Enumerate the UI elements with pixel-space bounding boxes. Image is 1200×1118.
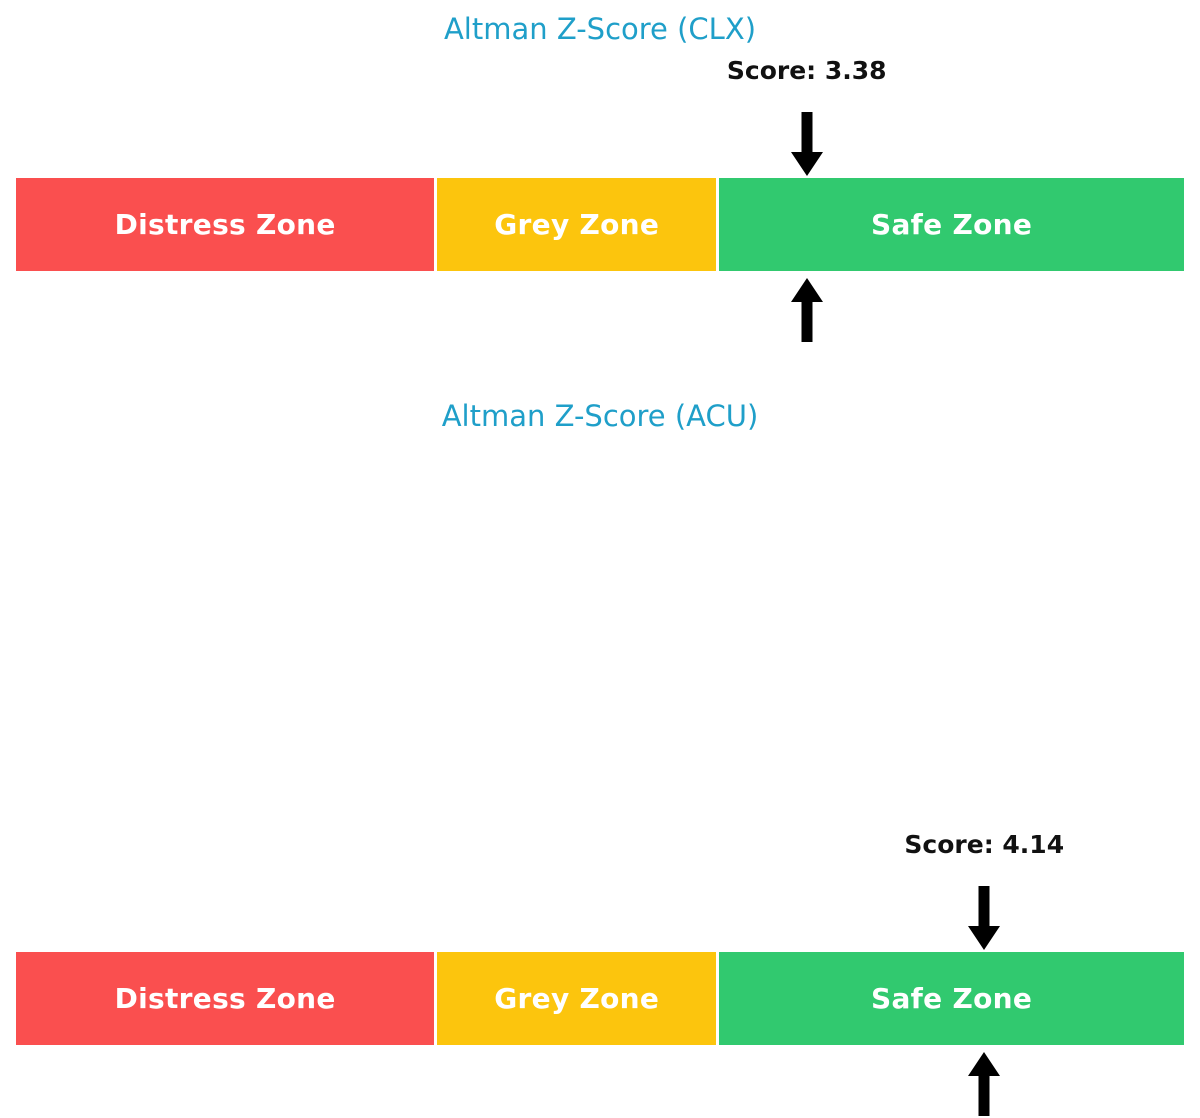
gauge-title-clx: Altman Z-Score (CLX) xyxy=(443,12,757,46)
zone-label-grey: Grey Zone xyxy=(494,982,660,1015)
zscore-gauge-clx: Altman Z-Score (CLX) Score: 3.38 Distres… xyxy=(0,0,1200,387)
zone-band-distress[interactable]: Distress Zone xyxy=(16,178,435,271)
zone-label-safe: Safe Zone xyxy=(871,208,1033,241)
arrow-up-icon xyxy=(787,276,827,344)
zone-track-clx: Distress Zone Grey Zone Safe Zone xyxy=(16,178,1184,271)
arrow-down-icon xyxy=(964,884,1004,952)
arrow-down-icon xyxy=(787,110,827,178)
zone-label-safe: Safe Zone xyxy=(871,982,1033,1015)
score-label-acu: Score: 4.14 xyxy=(904,830,1065,859)
zone-band-grey[interactable]: Grey Zone xyxy=(437,178,717,271)
zscore-gauge-acu: Altman Z-Score (ACU) Score: 4.14 Distres… xyxy=(0,387,1200,1116)
gauge-title-acu: Altman Z-Score (ACU) xyxy=(441,399,759,433)
zone-label-distress: Distress Zone xyxy=(114,208,336,241)
score-label-clx: Score: 3.38 xyxy=(726,56,887,85)
zone-band-safe[interactable]: Safe Zone xyxy=(719,952,1184,1045)
zone-label-grey: Grey Zone xyxy=(494,208,660,241)
zone-band-grey[interactable]: Grey Zone xyxy=(437,952,717,1045)
zone-band-safe[interactable]: Safe Zone xyxy=(719,178,1184,271)
zone-band-distress[interactable]: Distress Zone xyxy=(16,952,435,1045)
zone-track-acu: Distress Zone Grey Zone Safe Zone xyxy=(16,952,1184,1045)
arrow-up-icon xyxy=(964,1050,1004,1118)
zone-label-distress: Distress Zone xyxy=(114,982,336,1015)
